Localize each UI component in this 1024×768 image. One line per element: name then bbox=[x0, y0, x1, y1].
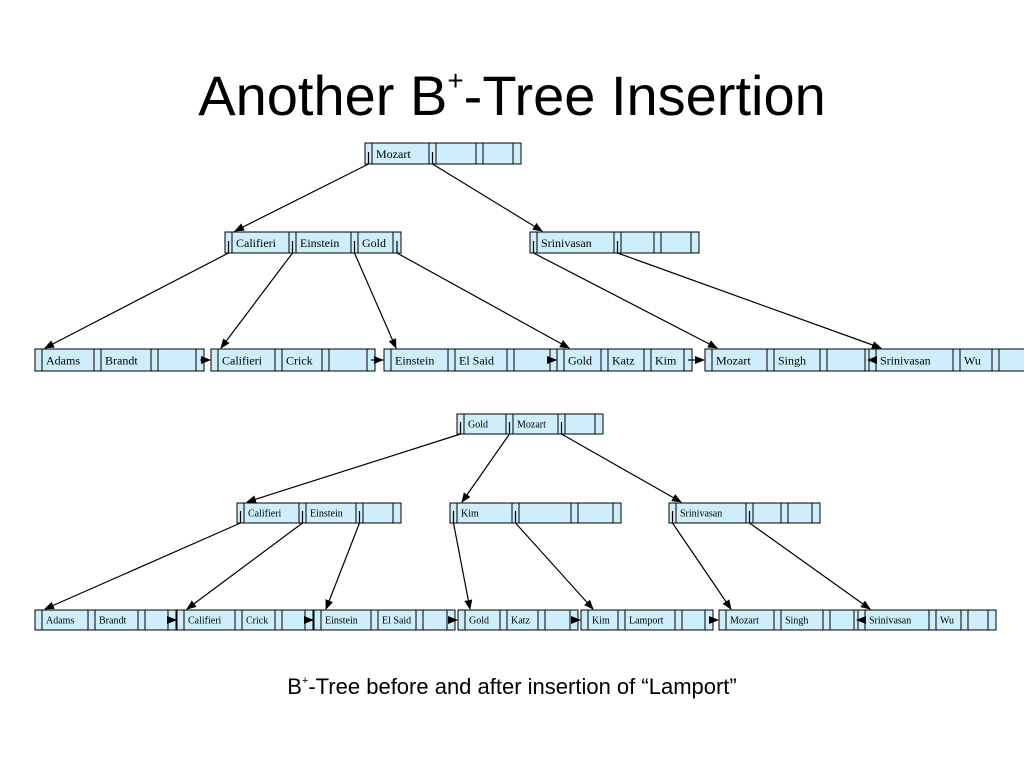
slide-caption: B+-Tree before and after insertion of “L… bbox=[0, 672, 1024, 702]
child-pointer-arrow bbox=[749, 522, 871, 610]
btree-node: Mozart bbox=[364, 142, 522, 165]
btree-node: Califieri Crick bbox=[176, 609, 314, 631]
node-key: Wu bbox=[940, 616, 954, 627]
btree-node: Califieri Einstein Gold bbox=[224, 231, 402, 254]
caption-prefix: B bbox=[287, 674, 302, 699]
node-key: Gold bbox=[362, 236, 386, 250]
caption-superscript: + bbox=[301, 675, 309, 688]
child-pointer-arrow bbox=[452, 522, 473, 610]
node-key: Singh bbox=[785, 616, 808, 627]
node-key: Einstein bbox=[310, 509, 343, 520]
child-pointer-arrow bbox=[561, 433, 682, 503]
node-key: Crick bbox=[286, 353, 313, 367]
slide-title: Another B+-Tree Insertion bbox=[0, 60, 1024, 132]
node-key: Califieri bbox=[188, 616, 222, 627]
child-pointer-arrow bbox=[353, 252, 397, 349]
node-key: Srinivasan bbox=[880, 353, 931, 367]
btree-node: Mozart Singh bbox=[718, 609, 863, 631]
btree-node: Einstein El Said bbox=[313, 609, 456, 631]
btree-node: Srinivasan Wu bbox=[868, 348, 1024, 372]
btree-node: Califieri Crick bbox=[210, 348, 376, 372]
node-key: Srinivasan bbox=[541, 236, 592, 250]
node-key: Katz bbox=[511, 616, 530, 627]
node-key: Califieri bbox=[236, 236, 277, 250]
btree-node: Kim Lamport bbox=[580, 609, 714, 631]
child-pointer-arrow bbox=[186, 522, 303, 610]
node-key: Mozart bbox=[517, 420, 546, 431]
node-key: Mozart bbox=[716, 353, 751, 367]
child-pointer-arrow bbox=[617, 252, 882, 349]
node-key: El Said bbox=[459, 353, 494, 367]
node-key: Gold bbox=[469, 616, 489, 627]
btree-node: Srinivasan bbox=[668, 502, 821, 524]
node-box bbox=[668, 502, 821, 524]
node-key: Adams bbox=[46, 616, 74, 627]
child-pointer-arrow bbox=[396, 252, 570, 349]
child-pointer-arrow bbox=[220, 252, 293, 349]
child-pointer-arrow bbox=[44, 252, 229, 349]
btree-node: Mozart Singh bbox=[704, 348, 874, 372]
node-key: Wu bbox=[964, 353, 981, 367]
node-key: Califieri bbox=[222, 353, 263, 367]
node-key: Lamport bbox=[629, 616, 664, 627]
node-key: Adams bbox=[46, 353, 80, 367]
child-pointer-arrow bbox=[461, 433, 510, 503]
node-box bbox=[456, 413, 604, 435]
node-key: Crick bbox=[246, 616, 268, 627]
node-key: Einstein bbox=[325, 616, 358, 627]
btree-node: Gold Katz Kim bbox=[556, 348, 693, 372]
node-key: Gold bbox=[468, 420, 488, 431]
btree-node: Adams Brandt bbox=[34, 348, 205, 372]
node-box bbox=[224, 231, 402, 254]
node-key: Mozart bbox=[376, 147, 411, 161]
node-key: Einstein bbox=[300, 236, 339, 250]
node-key: Singh bbox=[778, 353, 806, 367]
node-key: Brandt bbox=[99, 616, 126, 627]
node-key: Srinivasan bbox=[680, 509, 722, 520]
btree-node: Einstein El Said bbox=[383, 348, 559, 372]
title-suffix: -Tree Insertion bbox=[463, 64, 826, 127]
child-pointer-arrow bbox=[246, 433, 461, 504]
btree-node: Kim bbox=[449, 502, 622, 524]
btree-node: Gold Mozart bbox=[456, 413, 604, 435]
node-key: Kim bbox=[592, 616, 610, 627]
title-superscript: + bbox=[447, 64, 464, 96]
node-key: Srinivasan bbox=[869, 616, 911, 627]
btree-node: Califieri Einstein bbox=[236, 502, 402, 524]
btree-node: Gold Katz bbox=[457, 609, 579, 631]
caption-quoted: “Lamport” bbox=[641, 674, 737, 699]
node-key: Katz bbox=[612, 353, 635, 367]
caption-middle: -Tree before and after insertion of bbox=[308, 674, 642, 699]
node-box bbox=[364, 142, 522, 165]
node-key: Kim bbox=[461, 509, 479, 520]
node-key: Califieri bbox=[248, 509, 282, 520]
node-key: Brandt bbox=[105, 353, 138, 367]
child-pointer-arrow bbox=[234, 163, 369, 232]
btree-node: Srinivasan bbox=[529, 231, 700, 254]
node-key: Einstein bbox=[395, 353, 434, 367]
node-key: Mozart bbox=[730, 616, 759, 627]
node-key: Gold bbox=[568, 353, 592, 367]
btree-node: Adams Brandt bbox=[34, 609, 177, 631]
child-pointer-arrow bbox=[44, 522, 241, 610]
child-pointer-arrow bbox=[672, 522, 732, 610]
child-pointer-arrow bbox=[515, 522, 594, 610]
child-pointer-arrow bbox=[432, 163, 543, 232]
node-key: El Said bbox=[382, 616, 411, 627]
child-pointer-arrow bbox=[533, 252, 718, 349]
child-pointer-arrow bbox=[325, 522, 361, 610]
btree-node: Srinivasan Wu bbox=[857, 609, 997, 631]
title-prefix: Another B bbox=[198, 64, 448, 127]
node-key: Kim bbox=[655, 353, 677, 367]
